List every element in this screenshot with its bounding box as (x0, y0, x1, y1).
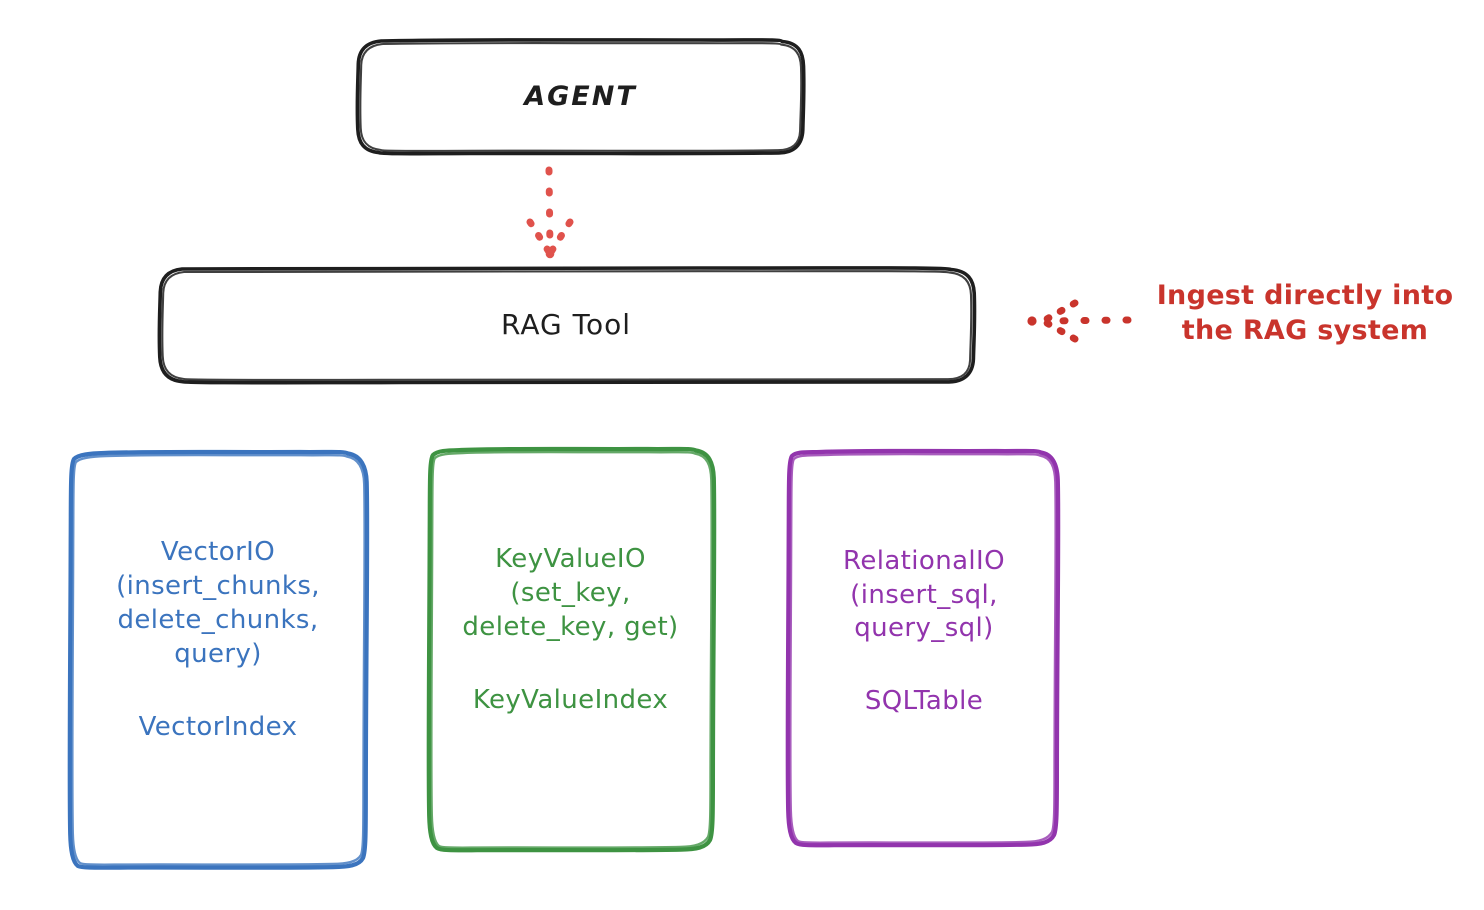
vector-io-box-outline[interactable] (67, 449, 370, 870)
vector-index-label: VectorIndex (138, 711, 298, 742)
sql-table-label: SQLTable (864, 686, 984, 717)
agent-to-rag-tool-connector (526, 166, 574, 259)
relational-io-node[interactable]: RelationalIO (insert_sql, query_sql) SQL… (788, 450, 1060, 851)
agent-label: AGENT (524, 81, 637, 113)
key-value-index-label: KeyValueIndex (472, 684, 669, 715)
relational-io-label: RelationalIO (insert_sql, query_sql) (843, 545, 1005, 644)
relational-io-box-outline[interactable] (785, 448, 1061, 848)
rag-tool-label: RAG Tool (501, 308, 631, 342)
key-value-io-node[interactable]: KeyValueIO (set_key, delete_key, get) Ke… (428, 448, 713, 854)
agent-box-outline[interactable] (355, 38, 806, 156)
vector-io-label: VectorIO (insert_chunks, delete_chunks, … (116, 537, 320, 669)
vector-io-node[interactable]: VectorIO (insert_chunks, delete_chunks, … (70, 451, 366, 867)
agent-node[interactable]: AGENT (357, 40, 804, 154)
key-value-io-box-outline[interactable] (426, 446, 717, 853)
key-value-io-label: KeyValueIO (set_key, delete_key, get) (462, 544, 679, 642)
rag-tool-node[interactable]: RAG Tool (157, 268, 975, 383)
rag-tool-box-outline[interactable] (157, 266, 977, 385)
ingest-to-rag-tool-connector (1027, 299, 1132, 343)
ingest-annotation-text: Ingest directly into the RAG system (1156, 280, 1454, 347)
